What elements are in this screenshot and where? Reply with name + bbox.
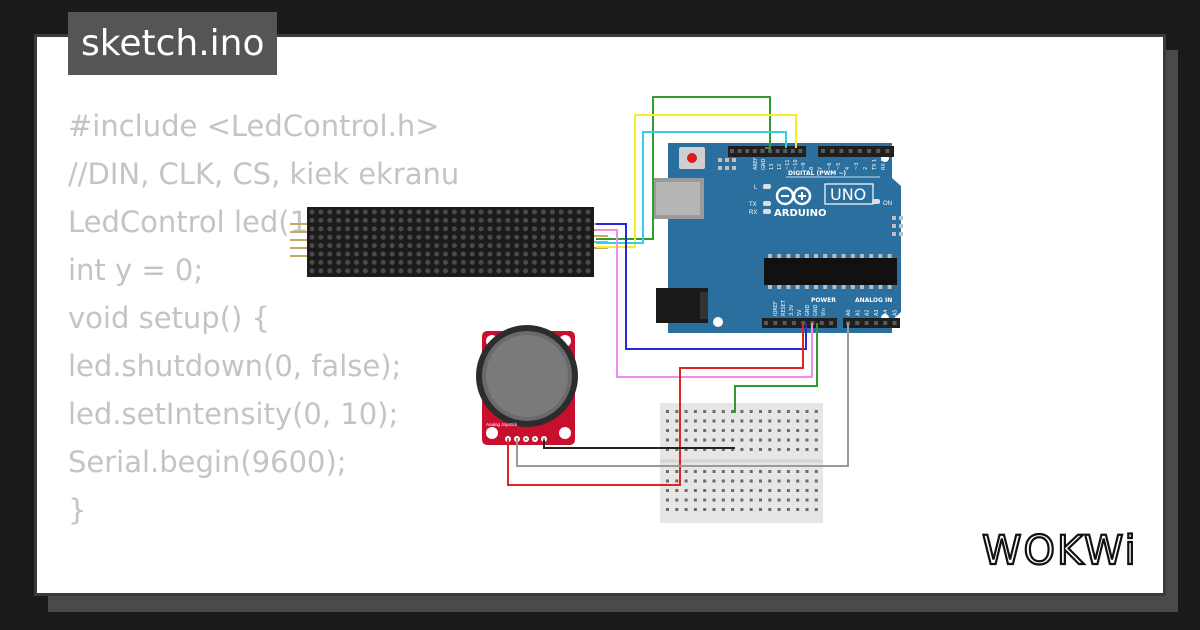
wire-red — [507, 323, 804, 486]
power-pin-label: GND — [805, 304, 811, 316]
pin-label: 12 — [777, 164, 783, 170]
joystick-knob[interactable] — [486, 335, 568, 417]
code-line: Serial.begin(9600); — [68, 445, 347, 479]
pin-label: 4 — [845, 167, 851, 170]
analog-pin-label: A4 — [883, 309, 889, 316]
led-on-label: ON — [883, 201, 892, 207]
power-header — [762, 318, 837, 328]
led-l-label: L — [754, 185, 758, 191]
power-pin-label: IOREF — [773, 301, 779, 316]
pin-label: 13 — [769, 164, 775, 170]
pin-label: ~3 — [854, 163, 860, 170]
dc-power-jack — [656, 288, 708, 323]
led-on — [872, 199, 880, 204]
analog-in-label: ANALOG IN — [855, 297, 892, 304]
analog-pin-label: A3 — [874, 309, 880, 316]
led-rx — [763, 209, 771, 214]
wire-gray — [516, 323, 849, 467]
code-line: //DIN, CLK, CS, kiek ekranu — [68, 157, 460, 191]
pin-label: ~11 — [785, 159, 791, 170]
wire-black — [543, 440, 735, 449]
led-rx-label: RX — [749, 210, 757, 216]
analog-pin-label: A2 — [865, 309, 871, 316]
power-pin-label: RESET — [781, 299, 787, 316]
arduino-logo-icon — [775, 186, 812, 206]
wire-pink — [596, 229, 813, 378]
pin-label: ~6 — [827, 163, 833, 170]
pin-label: 8 — [809, 167, 815, 170]
icsp-header — [718, 158, 736, 170]
led-tx — [763, 201, 771, 206]
pin-label: TX 1 — [872, 159, 878, 171]
wire-green — [734, 323, 818, 413]
atmega-chip — [764, 258, 897, 285]
analog-pin-label: A0 — [846, 309, 852, 316]
arduino-label: ARDUINO — [774, 208, 826, 219]
analog-joystick-module[interactable]: Analog Joystick — [476, 325, 578, 445]
mount-hole — [713, 317, 723, 327]
analog-pin-label: A1 — [855, 309, 861, 316]
power-pin-label: Vin — [821, 308, 827, 316]
analog-header — [843, 318, 900, 328]
pin-label: AREF — [753, 157, 759, 170]
mount-hole — [486, 427, 498, 439]
code-line: led.shutdown(0, false); — [68, 349, 402, 383]
preview-card — [34, 34, 1166, 596]
power-label: POWER — [811, 297, 836, 304]
code-line: void setup() { — [68, 301, 270, 335]
filename-tab[interactable]: sketch.ino — [68, 12, 278, 75]
pin-label: RX 0 — [881, 158, 887, 170]
pin-label: ~5 — [836, 163, 842, 170]
power-pin-label: 5V — [797, 309, 803, 316]
digital-header-right — [818, 146, 894, 157]
pin-label: GND — [761, 158, 767, 170]
led-tx-label: TX — [749, 202, 757, 208]
analog-pin-label: A5 — [893, 309, 899, 316]
wire-yellow — [596, 114, 797, 248]
pin-label: ~10 — [793, 159, 799, 170]
wire-blue — [596, 223, 807, 350]
mount-hole — [559, 427, 571, 439]
uno-badge — [824, 183, 874, 205]
code-line: int y = 0; — [68, 253, 204, 287]
wokwi-logo: WOKWi — [981, 527, 1138, 575]
code-line: #include <LedControl.h> — [68, 109, 440, 143]
pin-label: 2 — [863, 167, 869, 170]
wire-cyan — [596, 131, 787, 244]
wokwi-wordmark: WOKWi — [982, 528, 1138, 574]
wires — [507, 96, 849, 486]
code-listing: #include <LedControl.h> //DIN, CLK, CS, k… — [68, 102, 459, 534]
code-line: LedControl led(1 — [68, 205, 309, 239]
pin-label: ~9 — [801, 163, 807, 170]
icsp-header-2 — [892, 216, 903, 236]
digital-label: DIGITAL (PWM ~) — [788, 170, 846, 177]
code-line: } — [68, 493, 87, 527]
pin-label: 7 — [818, 167, 824, 170]
led-matrix-display — [290, 207, 608, 277]
power-pin-label: GND — [813, 304, 819, 316]
led-l — [763, 184, 771, 189]
breadboard — [660, 403, 823, 523]
digital-header-left — [728, 146, 806, 157]
code-line: led.setIntensity(0, 10); — [68, 397, 399, 431]
reset-button-cap[interactable] — [687, 153, 697, 163]
power-pin-label: 3.3V — [789, 304, 795, 316]
joystick-label: Analog Joystick — [486, 422, 518, 427]
uno-label: UNO — [830, 185, 866, 204]
